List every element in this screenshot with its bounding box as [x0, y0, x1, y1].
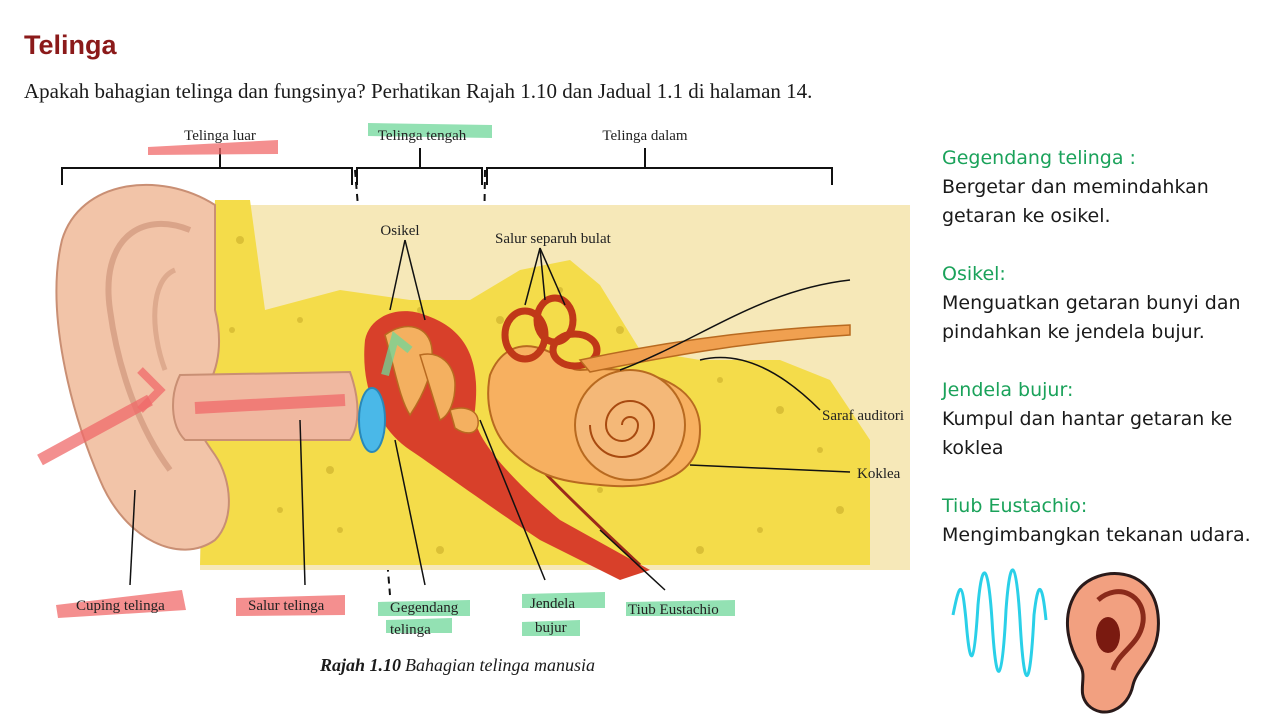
note-body: Menguatkan getaran bunyi dan pindahkan k… — [942, 292, 1241, 343]
question-text: Apakah bahagian telinga dan fungsinya? P… — [24, 79, 813, 103]
note-oval-window: Jendela bujur: Kumpul dan hantar getaran… — [942, 376, 1272, 463]
label-auditory-nerve: Saraf auditori — [822, 408, 904, 424]
note-eardrum: Gegendang telinga : Bergetar dan meminda… — [942, 144, 1272, 231]
caption-text: Bahagian telinga manusia — [405, 655, 596, 675]
note-heading: Gegendang telinga : — [942, 147, 1136, 169]
label-oval-window-line2: bujur — [535, 620, 567, 636]
note-body: Kumpul dan hantar getaran ke koklea — [942, 408, 1233, 459]
label-pinna: Cuping telinga — [76, 598, 165, 614]
note-heading: Osikel: — [942, 263, 1006, 285]
label-inner-ear: Telinga dalam — [602, 128, 687, 144]
label-eardrum-line2: telinga — [390, 622, 431, 638]
page-title: Telinga — [24, 30, 117, 60]
label-cochlea: Koklea — [857, 466, 901, 482]
label-middle-ear: Telinga tengah — [378, 128, 467, 144]
note-eustachian: Tiub Eustachio: Mengimbangkan tekanan ud… — [942, 492, 1272, 550]
sound-arrows — [37, 331, 413, 466]
bracket-outer — [61, 167, 353, 185]
label-ear-canal: Salur telinga — [248, 598, 325, 614]
leader-lines — [129, 239, 851, 591]
ossicles — [384, 325, 479, 434]
inner-ear — [487, 294, 851, 488]
caption-number: Rajah 1.10 — [320, 655, 402, 675]
label-eustachian-tube: Tiub Eustachio — [628, 602, 719, 618]
note-heading: Jendela bujur: — [942, 379, 1074, 401]
note-body: Bergetar dan memindahkan getaran ke osik… — [942, 176, 1209, 227]
note-body: Mengimbangkan tekanan udara. — [942, 524, 1251, 546]
note-heading: Tiub Eustachio: — [942, 495, 1088, 517]
ear-sound-icon — [951, 568, 1160, 714]
sound-wave-icon — [951, 568, 1048, 677]
pinna — [55, 183, 230, 551]
note-ossicles: Osikel: Menguatkan getaran bunyi dan pin… — [942, 260, 1272, 347]
bracket-middle — [356, 167, 483, 185]
label-ossicles: Osikel — [380, 223, 419, 239]
label-outer-ear: Telinga luar — [184, 128, 256, 144]
label-oval-window-line1: Jendela — [530, 596, 575, 612]
eardrum — [358, 387, 386, 453]
label-semicircular-canals: Salur separuh bulat — [495, 231, 612, 247]
section-brackets — [61, 148, 833, 185]
ear-diagram: Telinga luar Telinga tengah Telinga dala… — [37, 123, 910, 638]
bracket-inner — [486, 167, 833, 185]
ear-icon — [1065, 572, 1160, 714]
notes-panel: Gegendang telinga : Bergetar dan meminda… — [942, 144, 1272, 579]
label-eardrum-line1: Gegendang — [390, 600, 459, 616]
